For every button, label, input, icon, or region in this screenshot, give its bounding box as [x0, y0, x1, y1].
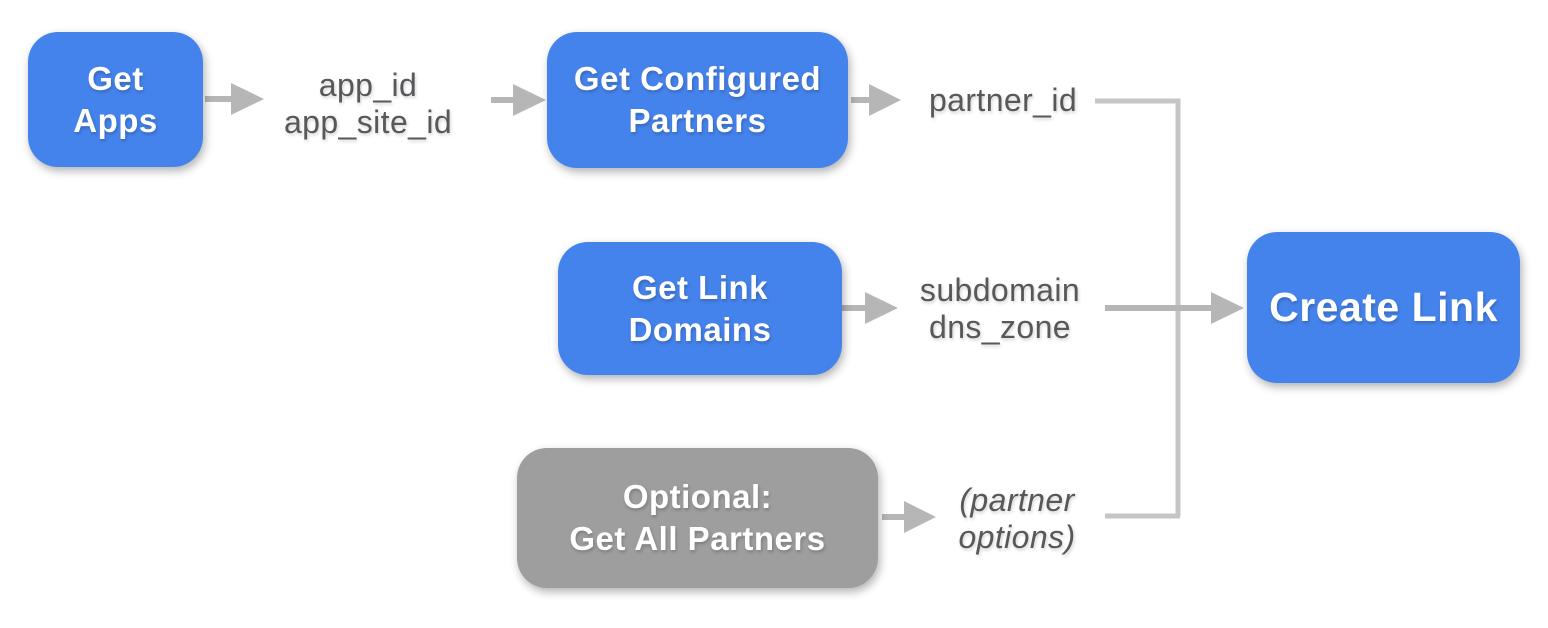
edge-label-app-ids: app_id app_site_id	[283, 67, 453, 140]
arrow-link-domains-head-icon	[865, 292, 898, 324]
arrow-configured-partners-head-icon	[869, 84, 901, 116]
node-get-configured-partners-label: Get Configured Partners	[573, 60, 822, 139]
edge-label-subdomain: subdomain dns_zone	[919, 272, 1081, 345]
arrow-get-apps-head-icon	[231, 83, 264, 115]
arrow-create-link-head-icon	[1211, 292, 1244, 324]
arrow-all-partners-head-icon	[904, 501, 936, 533]
arrow-app-ids-head-icon	[513, 84, 546, 116]
edge-label-partner-options: (partner options)	[958, 482, 1076, 555]
node-get-configured-partners: Get Configured Partners	[547, 32, 848, 168]
node-get-link-domains: Get Link Domains	[558, 242, 842, 375]
connector-partner-id-elbow	[1095, 98, 1181, 516]
edge-label-partner-id: partner_id	[928, 82, 1078, 118]
node-create-link: Create Link	[1247, 232, 1520, 383]
node-optional-get-all-partners-label: Optional: Get All Partners	[569, 478, 826, 557]
node-get-apps: Get Apps	[28, 32, 203, 167]
node-optional-get-all-partners: Optional: Get All Partners	[517, 448, 878, 588]
node-get-apps-label: Get Apps	[73, 59, 158, 139]
node-create-link-label: Create Link	[1269, 283, 1498, 330]
node-get-link-domains-label: Get Link Domains	[628, 268, 772, 348]
